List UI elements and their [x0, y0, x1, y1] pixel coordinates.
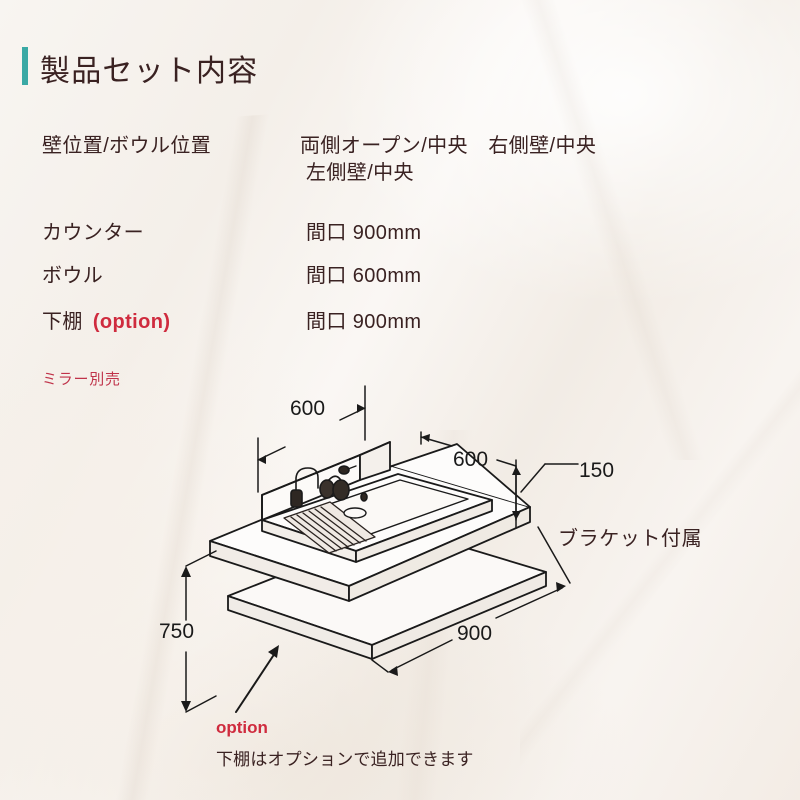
title-accent-bar: [22, 47, 28, 85]
note-mirror-sold-separately: ミラー別売: [42, 371, 121, 388]
dimension-900-width: [371, 526, 571, 676]
spec-value-wall-bowl-position-line2: 左側壁/中央: [306, 162, 414, 184]
spec-label-lower-shelf: 下棚 (option): [42, 305, 170, 334]
spec-label-wall-bowl-position: 壁位置/ボウル位置: [42, 135, 212, 157]
spec-value-bowl: 間口 600mm: [306, 265, 422, 287]
dimension-750-height: [181, 550, 217, 713]
dimension-600-bowl-width: [257, 385, 366, 493]
lower-shelf-solid: [227, 527, 547, 660]
dimension-label-600-depth: 600: [453, 448, 489, 471]
counter-deck-right: [392, 443, 530, 507]
spec-label-lower-shelf-option: (option): [92, 311, 171, 333]
note-bracket-included: ブラケット付属: [558, 528, 703, 550]
dimension-150-leader: [520, 463, 579, 493]
page-title: 製品セット内容: [40, 55, 259, 88]
note-option-description: 下棚はオプションで追加できます: [216, 750, 474, 769]
dimension-label-600-bowl: 600: [290, 397, 326, 420]
dimension-600-counter-depth: [420, 431, 521, 529]
spec-label-counter: カウンター: [42, 222, 144, 244]
spec-value-lower-shelf: 間口 900mm: [306, 311, 422, 333]
spec-value-wall-bowl-position-line1: 両側オープン/中央 右側壁/中央: [300, 135, 597, 157]
spec-label-bowl: ボウル: [42, 265, 104, 287]
drain-grating: [283, 501, 376, 554]
note-option-tag: option: [216, 718, 268, 737]
dimension-label-900: 900: [457, 622, 493, 645]
counter-wide-top: [391, 443, 531, 508]
spec-label-lower-shelf-text: 下棚: [42, 311, 83, 333]
dimension-label-750: 750: [159, 620, 195, 643]
dimension-label-150: 150: [579, 459, 615, 482]
option-callout-arrow: [235, 645, 279, 713]
spec-value-counter: 間口 900mm: [306, 222, 422, 244]
faucet-assembly: [290, 465, 368, 508]
drain-hole: [343, 507, 367, 519]
